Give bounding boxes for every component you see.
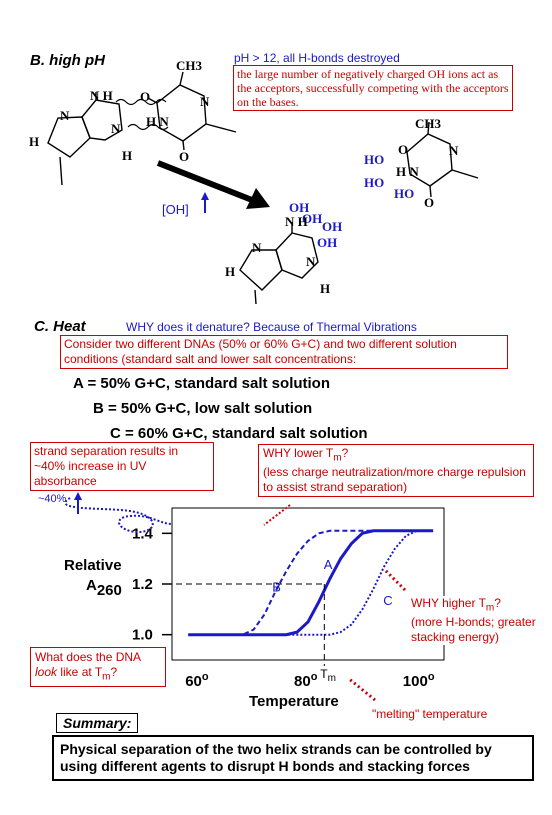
h-bond-upper <box>115 98 167 106</box>
percent-40-label: ~40% <box>38 493 67 505</box>
series-layer: B A C <box>188 529 434 637</box>
why-lower-reason: (less charge neutralization/more charge … <box>263 465 526 495</box>
condition-a: A = 50% G+C, standard salt solution <box>73 375 331 392</box>
why-higher-sub: m <box>485 602 495 614</box>
nh-label: N H <box>90 88 113 103</box>
dna-look-sub: m <box>102 671 111 683</box>
reaction-arrow <box>246 188 270 209</box>
dna-look-q: ? <box>110 665 118 679</box>
section-c-title: C. Heat <box>34 318 86 335</box>
series-label-c: C <box>383 593 392 608</box>
series-line-c <box>188 529 434 636</box>
dna-look-text-b: like at T <box>57 665 103 679</box>
summary-label: Summary: <box>56 713 139 733</box>
h-label-1: H <box>29 134 40 149</box>
why-lower-tm-box: WHY lower Tm? (less charge neutralizatio… <box>258 444 534 498</box>
why-lower-q: ? <box>341 446 349 460</box>
xlabel: Temperature <box>249 693 339 710</box>
n-label-3: N <box>200 94 210 109</box>
absorbance-loop <box>64 497 173 534</box>
free-h-label-1: H <box>225 264 236 279</box>
free-o-label-2: O <box>424 195 435 210</box>
oh-label-2: OH <box>302 211 323 226</box>
ph-note: pH > 12, all H-bonds destroyed <box>234 51 400 65</box>
dna-look-italic: look <box>35 665 58 679</box>
condition-b: B = 50% G+C, low salt solution <box>93 400 313 417</box>
ylabel-a: A260 <box>86 577 122 599</box>
tm-label: Tm <box>320 667 336 684</box>
o-label-1: O <box>140 89 151 104</box>
base-pair-structures <box>47 71 479 305</box>
ylabel-relative: Relative <box>64 557 122 574</box>
section-b-title: B. high pH <box>30 52 105 69</box>
melting-pointer <box>347 676 376 702</box>
ylabel-a-letter: A <box>86 577 97 594</box>
ytick-label: 1.2 <box>132 576 153 593</box>
free-nh-label: N H <box>285 214 308 229</box>
why-higher-text: WHY higher T <box>411 596 486 610</box>
ch3-label: CH3 <box>176 58 202 73</box>
oh-label-1: OH <box>289 200 310 215</box>
conditions-intro-box: Consider two different DNAs (50% or 60% … <box>60 335 508 369</box>
c-pointer <box>383 568 407 592</box>
strand-separation-box: strand separation results in ~40% increa… <box>30 442 214 491</box>
ytick-label: 1.0 <box>132 627 153 644</box>
series-label-a: A <box>324 557 333 572</box>
why-higher-reason: (more H-bonds; greater stacking energy) <box>411 615 536 645</box>
series-line-a <box>188 529 434 637</box>
free-n-label-1: N <box>252 240 262 255</box>
denature-question: WHY does it denature? Because of Thermal… <box>126 320 417 334</box>
oh-label-3: OH <box>322 219 343 234</box>
dna-look-text: What does the DNA <box>35 650 141 664</box>
oh-up-arrow <box>201 192 209 200</box>
h-bond-lower <box>127 123 169 131</box>
o-label-2: O <box>179 149 190 164</box>
hn-label: H N <box>146 114 169 129</box>
ho-label-3: HO <box>394 186 415 201</box>
ylabel-a-sub: 260 <box>97 582 122 599</box>
free-hn-label: H N <box>396 164 419 179</box>
oh-label-4: OH <box>317 235 338 250</box>
series-label-b: B <box>272 579 281 594</box>
ho-label-1: HO <box>364 152 385 167</box>
why-lower-text: WHY lower T <box>263 446 334 460</box>
free-ch3-label: CH3 <box>415 116 441 131</box>
xtick-label: 100o <box>403 671 435 690</box>
xtick-label: 80o <box>294 671 318 690</box>
free-h-label-2: H <box>320 281 331 296</box>
h-label-2: H <box>122 148 133 163</box>
condition-c: C = 60% G+C, standard salt solution <box>110 425 368 442</box>
oh-arrow-label: [OH] <box>162 202 189 217</box>
free-o-label-1: O <box>398 142 409 157</box>
why-higher-q: ? <box>494 596 501 610</box>
n-label-2: N <box>111 121 121 136</box>
summary-text: Physical separation of the two helix str… <box>52 735 534 781</box>
xtick-label: 60o <box>185 671 209 690</box>
why-lower-sub: m <box>333 452 342 464</box>
melting-temperature-label: "melting" temperature <box>372 707 488 721</box>
free-adenine-five-ring <box>239 249 283 291</box>
b-pointer <box>263 504 291 526</box>
ho-label-2: HO <box>364 175 385 190</box>
oh-explanation-box: the large number of negatively charged O… <box>233 65 513 111</box>
free-n-label-2: N <box>306 254 316 269</box>
n-label-1: N <box>60 108 70 123</box>
free-n-label: N <box>449 143 459 158</box>
dna-look-box: What does the DNA look like at Tm? <box>30 647 166 688</box>
up-arrow-head <box>74 492 82 500</box>
why-higher-tm-note: WHY higher Tm? (more H-bonds; greater st… <box>411 596 539 646</box>
thymine-ring <box>156 84 207 142</box>
series-line-b <box>188 529 434 636</box>
